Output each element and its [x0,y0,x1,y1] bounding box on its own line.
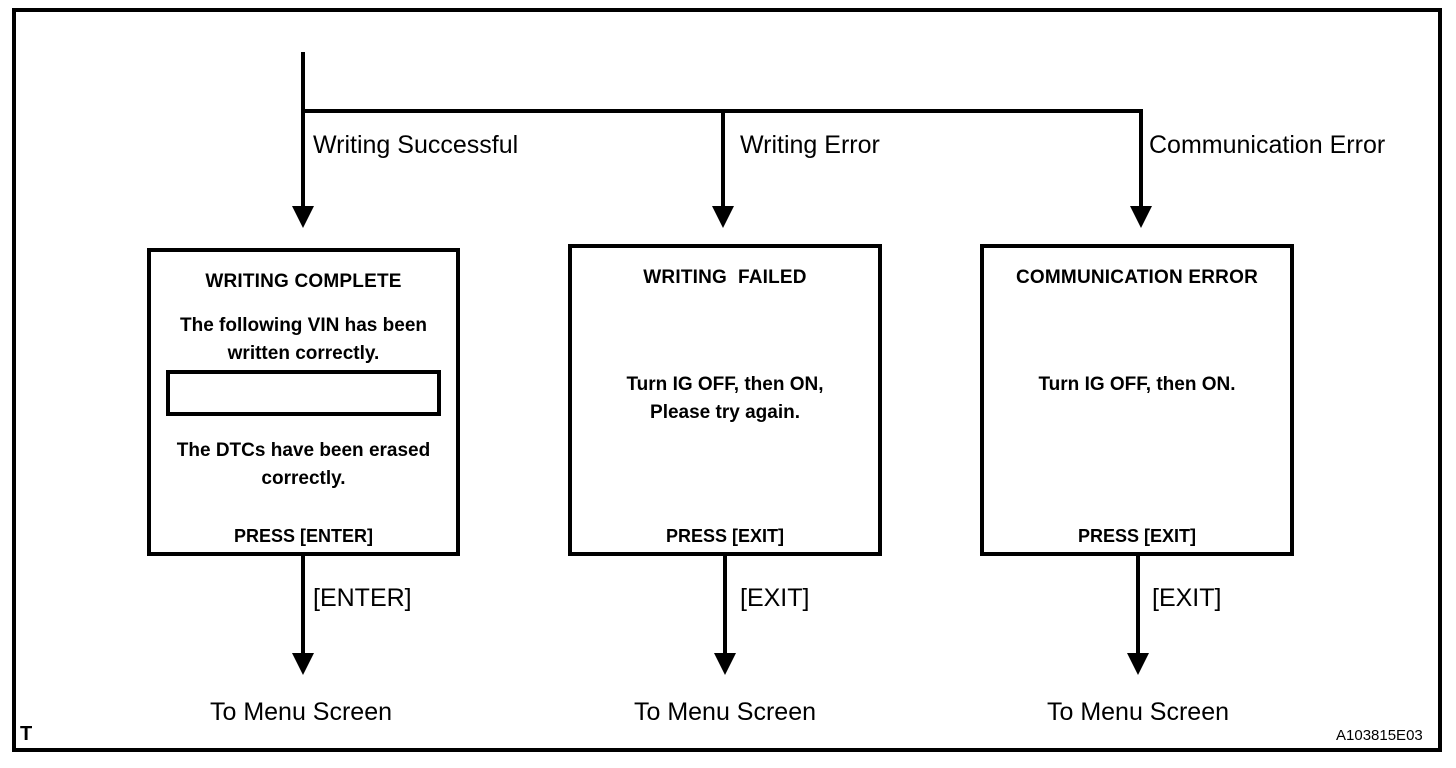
terminal-label-to-menu-screen-1: To Menu Screen [209,698,393,726]
key-label-exit-communication-error: [EXIT] [1152,584,1222,612]
figure-id-code: A103815E03 [1336,727,1423,744]
branch-line-writing-successful [301,109,305,209]
trunk-vertical-line [301,52,305,114]
corner-mark-letter: T [20,723,33,745]
screen-box-communication-error: COMMUNICATION ERROR Turn IG OFF, then ON… [980,244,1294,556]
screen-footer-press-exit-writing-failed: PRESS [EXIT] [665,526,785,546]
terminal-label-to-menu-screen-2: To Menu Screen [633,698,817,726]
exit-line-enter [301,556,305,656]
screen-box-writing-failed: WRITING FAILED Turn IG OFF, then ON, Ple… [568,244,882,556]
branch-line-writing-error [721,109,725,209]
key-label-exit-writing-failed: [EXIT] [740,584,810,612]
branch-arrow-writing-successful [292,206,314,228]
branch-label-communication-error: Communication Error [1149,131,1386,159]
vin-value-field[interactable] [166,370,441,416]
screen-footer-press-exit-communication-error: PRESS [EXIT] [1077,526,1197,546]
screen-body-writing-complete-bottom: The DTCs have been erased correctly. [176,440,431,489]
screen-footer-press-enter: PRESS [ENTER] [233,526,374,546]
screen-body-communication-error: Turn IG OFF, then ON. [1038,374,1236,395]
screen-title-communication-error: COMMUNICATION ERROR [1016,267,1258,288]
exit-arrow-enter [292,653,314,675]
branch-label-writing-successful: Writing Successful [313,131,519,159]
branch-arrow-communication-error [1130,206,1152,228]
screen-body-writing-failed: Turn IG OFF, then ON, Please try again. [626,374,824,423]
branch-label-writing-error: Writing Error [740,131,880,159]
exit-line-exit-writing-failed [723,556,727,656]
branch-arrow-writing-error [712,206,734,228]
exit-arrow-exit-writing-failed [714,653,736,675]
exit-arrow-exit-communication-error [1127,653,1149,675]
branch-line-communication-error [1139,109,1143,209]
screen-body-writing-complete-top: The following VIN has been written corre… [179,315,428,364]
screen-box-writing-complete: WRITING COMPLETE The following VIN has b… [147,248,460,556]
exit-line-exit-communication-error [1136,556,1140,656]
screen-title-writing-failed: WRITING FAILED [643,267,807,288]
terminal-label-to-menu-screen-3: To Menu Screen [1046,698,1230,726]
diagram-frame [12,8,1442,752]
screen-title-writing-complete: WRITING COMPLETE [205,271,402,292]
key-label-enter: [ENTER] [313,584,412,612]
